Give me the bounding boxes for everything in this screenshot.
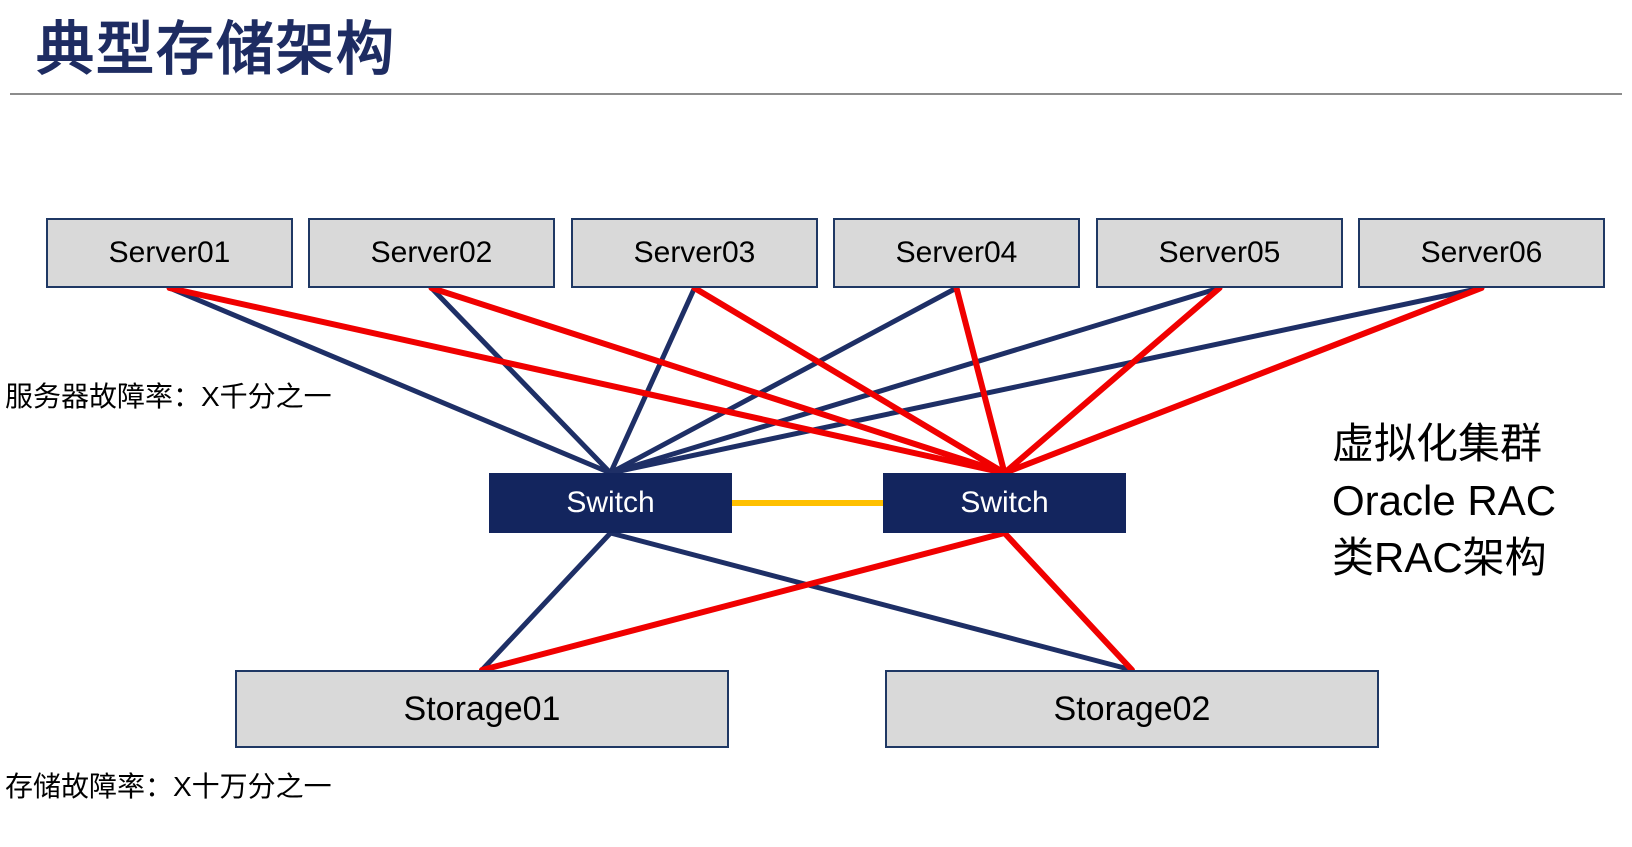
- edge-navy-server03-switch-left: [608, 285, 697, 476]
- storage-node-01: Storage01: [235, 670, 729, 748]
- server-label: Server04: [895, 236, 1018, 269]
- storage-failure-note: 存储故障率：X十万分之一: [5, 771, 332, 802]
- server-node-04: Server04: [833, 218, 1080, 288]
- server-node-01: Server01: [46, 218, 293, 288]
- edge-red-switch-right-storage02: [1001, 530, 1135, 673]
- server-node-05: Server05: [1096, 218, 1343, 288]
- switch-node-left: Switch: [489, 473, 732, 533]
- edge-navy-server02-switch-left: [429, 285, 613, 476]
- edge-red-switch-right-storage01: [479, 530, 1008, 673]
- server-label: Server03: [633, 236, 756, 269]
- switch-node-right: Switch: [883, 473, 1126, 533]
- storage-node-02: Storage02: [885, 670, 1379, 748]
- cluster-note-line: 类RAC架构: [1332, 534, 1547, 581]
- server-node-03: Server03: [571, 218, 818, 288]
- storage-label: Storage02: [1053, 689, 1211, 728]
- server-label: Server06: [1420, 236, 1543, 269]
- page-title: 典型存储架构: [36, 17, 397, 82]
- edge-red-server03-switch-right: [691, 285, 1008, 476]
- edge-navy-switch-left-storage02: [608, 530, 1135, 673]
- edge-red-server02-switch-right: [428, 285, 1008, 476]
- server-node-06: Server06: [1358, 218, 1605, 288]
- edge-navy-server05-switch-left: [608, 285, 1222, 476]
- cluster-note: 虚拟化集群 Oracle RAC 类RAC架构: [1332, 415, 1556, 586]
- server-label: Server02: [370, 236, 493, 269]
- server-label: Server01: [108, 236, 231, 269]
- server-node-02: Server02: [308, 218, 555, 288]
- switch-label: Switch: [960, 486, 1049, 519]
- storage-label: Storage01: [403, 689, 561, 728]
- server-failure-note: 服务器故障率：X千分之一: [5, 381, 332, 412]
- cluster-note-line: Oracle RAC: [1332, 477, 1557, 524]
- edge-red-server05-switch-right: [1001, 285, 1223, 476]
- server-label: Server05: [1158, 236, 1281, 269]
- edge-red-server04-switch-right: [953, 285, 1008, 476]
- edge-navy-server04-switch-left: [608, 285, 959, 476]
- title-divider: [10, 93, 1622, 95]
- switch-label: Switch: [566, 486, 655, 519]
- edge-navy-switch-left-storage01: [479, 530, 613, 673]
- cluster-note-line: 虚拟化集群: [1332, 420, 1543, 467]
